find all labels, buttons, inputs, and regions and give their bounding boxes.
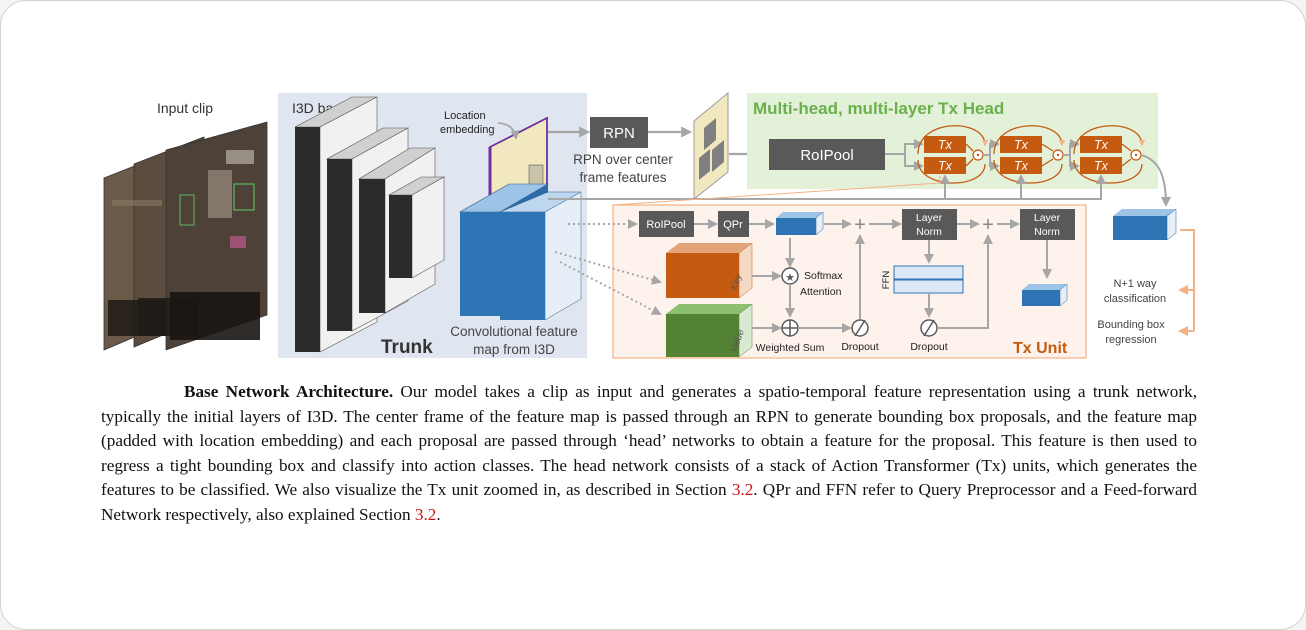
input-clip-label: Input clip <box>157 100 213 116</box>
section-ref-link-2[interactable]: 3.2 <box>414 504 437 524</box>
rpn-box <box>590 117 648 148</box>
conv-feature-label-2: map from I3D <box>473 342 555 357</box>
tx-head-panel: Multi-head, multi-layer Tx Head RoIPool … <box>747 93 1158 189</box>
location-embedding-label-2: embedding <box>440 124 494 136</box>
unit-roipool-box <box>639 211 694 237</box>
roipool-label: RoIPool <box>800 147 853 164</box>
head-output-arrow <box>1140 154 1171 207</box>
ffn-label: FFN <box>881 271 892 290</box>
conv-feature-label-1: Convolutional feature <box>450 324 578 339</box>
dropout-label-2: Dropout <box>910 341 947 353</box>
rpn-label: RPN <box>603 125 635 142</box>
bbox-label-1: Bounding box <box>1097 319 1165 331</box>
caption-text-2: . QPr and FFN refer to Query Preprocesso… <box>101 480 1198 524</box>
tx-block-2a <box>1000 136 1042 153</box>
value-block <box>666 303 753 358</box>
location-embedding-label-1: Location <box>444 110 486 122</box>
tx-block-1a <box>924 136 966 153</box>
query-feature <box>776 211 824 236</box>
roipool-box <box>769 139 885 170</box>
layer-norm-box-2 <box>1020 209 1075 240</box>
architecture-figure: Input clip I3D base Trunk <box>103 91 1195 359</box>
residual-loop-3 <box>1073 125 1146 155</box>
tx-unit-title: Tx Unit <box>1013 340 1068 357</box>
weighted-sum-label: Weighted Sum <box>756 342 825 354</box>
layer-norm-1-line1: Layer <box>916 212 943 224</box>
classification-label-2: classification <box>1104 293 1166 305</box>
layer-norm-box-1 <box>902 209 957 240</box>
figure-caption: Base Network Architecture. Our model tak… <box>101 380 1197 528</box>
tx-label-3a: Tx <box>1094 138 1109 152</box>
layer-norm-2-line1: Layer <box>1034 212 1061 224</box>
caption-text-1: Our model takes a clip as input and gene… <box>101 382 1197 500</box>
tx-label-1a: Tx <box>938 138 953 152</box>
residual-loop-2 <box>993 125 1066 155</box>
ffn-layer-2 <box>893 279 964 294</box>
layer-norm-2-line2: Norm <box>1034 226 1060 238</box>
softmax-label-1: Softmax <box>804 270 843 282</box>
caption-text-3: . <box>436 504 441 524</box>
location-embedding-arrow <box>497 122 520 140</box>
tx-label-2b: Tx <box>1014 159 1029 173</box>
svg-text:★: ★ <box>785 272 795 284</box>
tx-label-3b: Tx <box>1094 159 1109 173</box>
dropout-label-1: Dropout <box>841 341 878 353</box>
bbox-label-2: regression <box>1105 334 1156 346</box>
proposal-map <box>693 91 729 201</box>
rpn-over-label-1: RPN over center <box>573 152 673 167</box>
softmax-label-2: Attention <box>800 286 842 298</box>
tx-block-1b <box>924 157 966 174</box>
residual-loop-1 <box>917 125 989 155</box>
classification-label-1: N+1 way <box>1113 278 1157 290</box>
trunk-panel: I3D base Trunk Location emb <box>278 93 587 358</box>
tx-label-1b: Tx <box>938 159 953 173</box>
add-node-2: + <box>982 214 994 236</box>
section-ref-link-1[interactable]: 3.2 <box>731 480 754 500</box>
trunk-label: Trunk <box>381 337 433 358</box>
unit-output-feature <box>1022 283 1068 307</box>
tx-label-2a: Tx <box>1014 138 1029 152</box>
tx-unit-panel: Tx Unit RoIPool QPr + Layer Norm + Layer… <box>554 176 1087 359</box>
rpn-section: RPN RPN over center frame features <box>548 91 770 201</box>
caption-lead: Base Network Architecture. <box>184 382 394 401</box>
conv-feature-map <box>458 183 582 321</box>
qpr-box <box>718 211 749 237</box>
rpn-over-label-2: frame features <box>579 170 666 185</box>
tx-block-3b <box>1080 157 1122 174</box>
output-split-line <box>1180 229 1195 331</box>
unit-roipool-label: RoIPool <box>646 219 685 231</box>
layer-norm-1-line2: Norm <box>916 226 942 238</box>
tx-head-title: Multi-head, multi-layer Tx Head <box>753 99 1004 118</box>
zoom-connector <box>612 176 941 206</box>
ffn-layer-1 <box>893 265 964 280</box>
input-clip: Input clip <box>103 100 268 351</box>
qpr-label: QPr <box>723 219 743 231</box>
tx-block-3a <box>1080 136 1122 153</box>
output-feature <box>1113 208 1177 241</box>
add-node-1: + <box>854 214 866 236</box>
tx-block-2b <box>1000 157 1042 174</box>
key-block <box>666 242 753 299</box>
i3d-layer-4 <box>387 176 446 279</box>
